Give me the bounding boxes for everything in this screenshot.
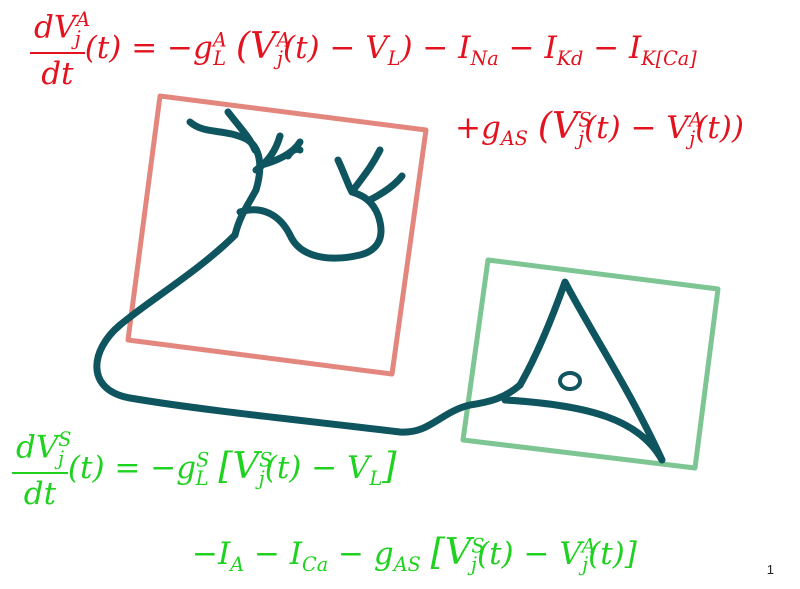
dendrite-branch: [236, 188, 385, 262]
soma-eq-line1: (t) = −gSL [VSj(t) − VL]: [67, 444, 397, 491]
dendrite-branch: [224, 108, 259, 154]
page-number: 1: [766, 562, 774, 577]
axon-eq-line1: (t) = −gAL (VAj(t) − VL) − INa − IKd − I…: [84, 24, 697, 71]
axon-derivative-fraction: dVAj dt: [30, 8, 90, 92]
soma-eq-line2: −IA − ICa − gAS [VSj(t) − VAj(t)]: [192, 530, 637, 577]
axon: [93, 231, 524, 436]
dendrite-branch: [366, 172, 406, 204]
dendrite-branch: [334, 146, 384, 196]
dendrite-branch: [252, 132, 284, 174]
soma-voltage-equation: dVSj dt (t) = −gSL [VSj(t) − VL]: [12, 428, 397, 512]
axon-voltage-equation: dVAj dt (t) = −gAL (VAj(t) − VL) − INa −…: [30, 8, 697, 92]
dendrite-branch: [284, 145, 304, 160]
soma: [501, 278, 666, 464]
nucleus: [558, 371, 582, 391]
neuron-shape: [93, 108, 666, 464]
soma-derivative-fraction: dVSj dt: [12, 428, 71, 512]
axon-eq-line2: +gAS (VSj(t) − VAj(t)): [455, 104, 744, 151]
axon-region-box: [125, 93, 429, 377]
soma-region-box: [460, 257, 721, 471]
